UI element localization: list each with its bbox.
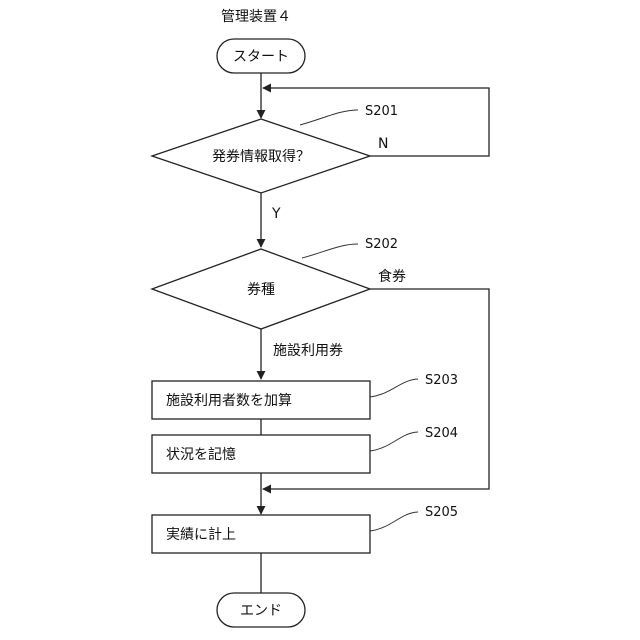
decision-s202-text: 券種 (247, 282, 275, 298)
step-leader-s201 (300, 110, 358, 125)
diagram-title: 管理装置４ (221, 9, 291, 25)
process-s204-text: 状況を記憶 (166, 446, 236, 463)
step-leader-s203 (370, 379, 418, 397)
step-leader-s202 (302, 244, 358, 258)
step-label-s205: S205 (425, 505, 458, 520)
start-label: スタート (233, 49, 289, 65)
step-leader-s205 (370, 512, 418, 531)
branch-label-facility: 施設利用券 (273, 343, 343, 359)
step-label-s204: S204 (425, 426, 458, 441)
process-s203-text: 施設利用者数を加算 (166, 393, 292, 409)
process-s205-text: 実績に計上 (166, 527, 236, 543)
branch-label-yes: Y (271, 206, 281, 222)
step-label-s201: S201 (365, 104, 398, 119)
branch-label-food: 食券 (378, 268, 406, 285)
step-label-s203: S203 (425, 373, 458, 388)
end-label: エンド (240, 603, 282, 619)
decision-s201-text: 発券情報取得？ (212, 148, 310, 165)
step-leader-s204 (370, 432, 418, 451)
step-label-s202: S202 (365, 237, 398, 252)
branch-label-no: N (378, 136, 388, 152)
